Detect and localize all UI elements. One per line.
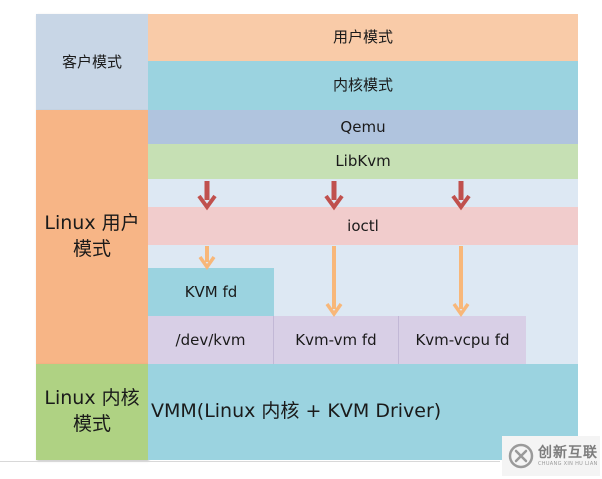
watermark-subtitle: CHUANG XIN HU LIAN — [538, 460, 598, 467]
linux-user-mode-label: Linux 用户 模式 — [36, 110, 148, 364]
kernel-mode-layer: 内核模式 — [148, 61, 578, 110]
watermark-text: 创新互联 CHUANG XIN HU LIAN — [538, 445, 598, 468]
baseline-divider — [0, 461, 500, 462]
kvm-vcpu-fd-box: Kvm-vcpu fd — [399, 316, 526, 364]
linux-kernel-mode-label: Linux 内核 模式 — [36, 364, 148, 460]
kvm-fd-box: KVM fd — [148, 268, 274, 316]
guest-mode-label: 客户模式 — [36, 14, 148, 110]
dev-kvm-box: /dev/kvm — [148, 316, 274, 364]
qemu-layer: Qemu — [148, 110, 578, 144]
brand-logo-icon — [508, 443, 534, 469]
libkvm-layer: LibKvm — [148, 144, 578, 179]
ioctl-layer: ioctl — [148, 207, 578, 245]
watermark: 创新互联 CHUANG XIN HU LIAN — [502, 436, 600, 476]
user-mode-layer: 用户模式 — [148, 14, 578, 61]
kvm-vm-fd-box: Kvm-vm fd — [274, 316, 399, 364]
watermark-brand: 创新互联 — [538, 444, 598, 461]
